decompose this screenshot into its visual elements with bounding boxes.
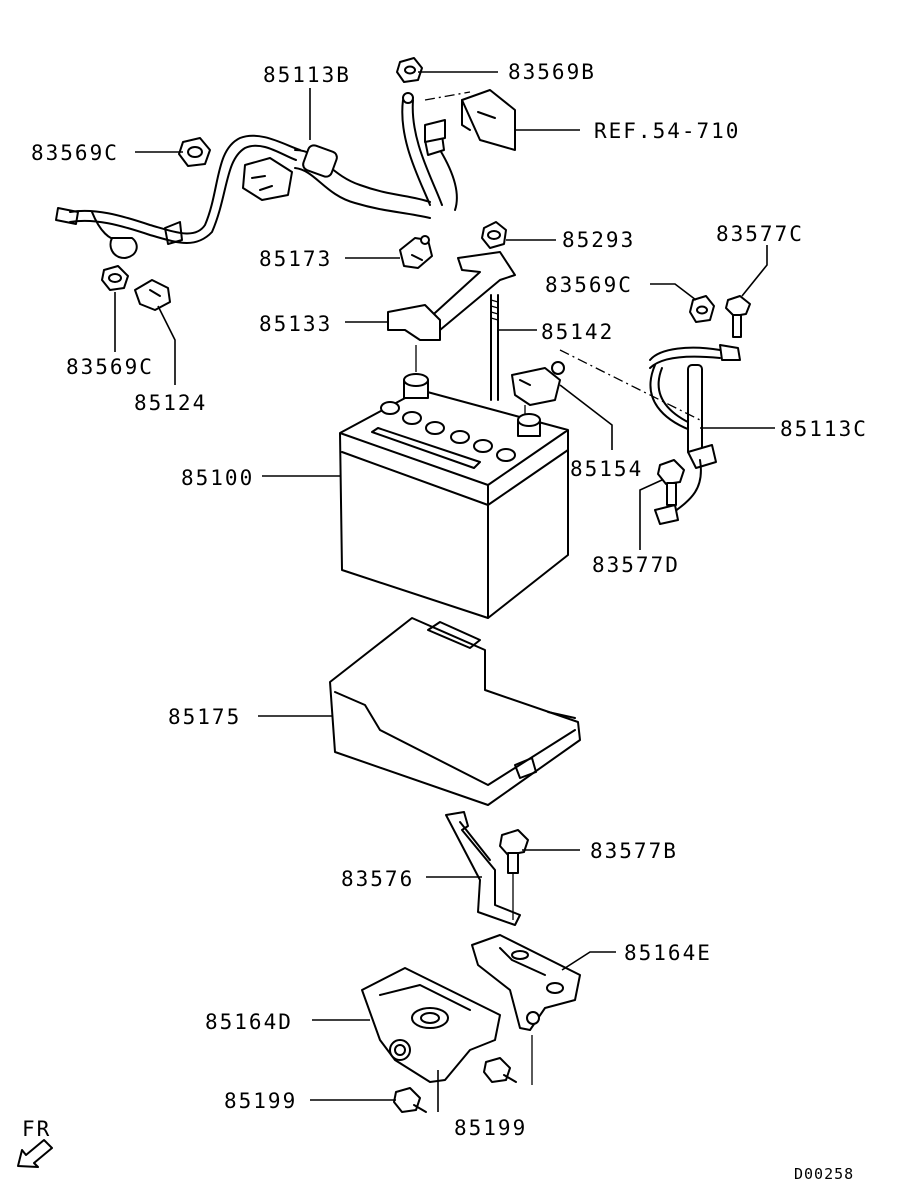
label-ref-54-710: REF.54-710	[594, 119, 740, 143]
bolt-85199-right	[483, 1035, 533, 1085]
bracket-85164E	[471, 934, 581, 1031]
label-83569C-right: 83569C	[545, 273, 633, 297]
tray-85175	[329, 617, 581, 806]
label-85199-bottom: 85199	[454, 1116, 527, 1140]
label-83569C-upper-left: 83569C	[31, 141, 119, 165]
label-83577B: 83577B	[590, 839, 678, 863]
hold-down-85133	[387, 251, 516, 341]
diagram-code: D00258	[794, 1165, 854, 1183]
label-85164E: 85164E	[624, 941, 712, 965]
label-85124: 85124	[134, 391, 207, 415]
front-direction-marker: FR	[17, 1117, 53, 1168]
dash-line-85142	[559, 349, 701, 421]
rod-85142	[490, 294, 499, 401]
label-85164D: 85164D	[205, 1010, 293, 1034]
harness-85113B	[55, 134, 431, 259]
label-85175: 85175	[168, 705, 241, 729]
fr-label: FR	[22, 1117, 51, 1141]
bolt-83577D	[657, 459, 685, 506]
bolt-83577B	[499, 829, 529, 920]
label-85100: 85100	[181, 466, 254, 490]
cable-85113C	[649, 295, 741, 525]
terminal-85173	[399, 235, 433, 269]
bracket-83576	[445, 811, 521, 926]
label-83577D: 83577D	[592, 553, 680, 577]
battery-85100	[339, 345, 569, 619]
bracket-85164D	[361, 967, 501, 1083]
terminal-85154	[511, 361, 565, 406]
nut-83569C-upper-left	[178, 137, 211, 167]
bolt-85199-left	[393, 1087, 427, 1113]
label-85133: 85133	[259, 312, 332, 336]
nut-83569C-lower-left	[101, 265, 129, 291]
fr-arrow-icon	[17, 1139, 53, 1168]
battery-vent-caps	[380, 401, 516, 462]
label-85173: 85173	[259, 247, 332, 271]
label-83569C-lower-left: 83569C	[66, 355, 154, 379]
bolt-83577C	[725, 295, 751, 338]
label-85293: 85293	[562, 228, 635, 252]
leader-lines	[114, 71, 775, 1112]
label-83577C: 83577C	[716, 222, 804, 246]
label-85154: 85154	[570, 457, 643, 481]
label-83569B: 83569B	[508, 60, 596, 84]
label-85113B: 85113B	[263, 63, 351, 87]
label-85142: 85142	[541, 320, 614, 344]
label-83576: 83576	[341, 867, 414, 891]
label-85199-left: 85199	[224, 1089, 297, 1113]
nut-85293	[481, 221, 507, 249]
label-85113C: 85113C	[780, 417, 868, 441]
clip-85124	[134, 279, 171, 311]
